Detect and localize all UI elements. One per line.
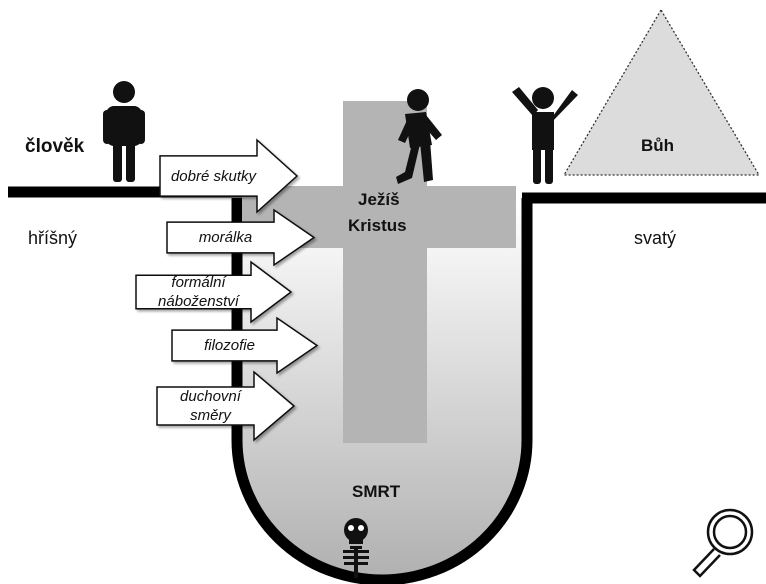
- attempt-arrow-label: filozofie: [172, 336, 287, 355]
- skeleton-icon: [343, 518, 369, 578]
- attempt-arrow-label-line: formální: [171, 274, 226, 291]
- jesus-label-line1: Ježíš: [358, 190, 400, 209]
- attempt-arrow-label: dobré skutky: [160, 167, 267, 186]
- attempt-arrow-label: formální náboženství: [136, 273, 261, 311]
- attempt-arrow: [135, 260, 293, 324]
- attempt-arrow-label: morálka: [167, 228, 284, 247]
- jesus-label-line2: Kristus: [348, 216, 407, 235]
- attempt-arrow-label-line: filozofie: [204, 337, 255, 354]
- attempt-arrow: [159, 138, 299, 214]
- attempt-arrow-label-line: duchovní: [180, 388, 241, 405]
- walking-person-icon: [396, 89, 442, 184]
- magnifying-glass-icon: [692, 508, 754, 578]
- god-label: Bůh: [641, 136, 675, 155]
- attempt-arrow: [166, 208, 316, 267]
- sinful-label: hříšný: [28, 228, 78, 248]
- standing-person-icon: [103, 81, 145, 182]
- attempt-arrow-label-line: náboženství: [158, 293, 239, 310]
- attempt-arrow-label-line: morálka: [198, 229, 253, 246]
- man-label: člověk: [25, 136, 85, 157]
- holy-label: svatý: [634, 228, 677, 248]
- attempt-arrow: [171, 316, 319, 375]
- attempt-arrow-label: duchovní směry: [157, 387, 264, 425]
- god-triangle: [562, 8, 761, 176]
- pit-outline: [231, 198, 533, 584]
- death-label: SMRT: [352, 482, 401, 501]
- attempt-arrow-label-line: dobré skutky: [170, 167, 257, 185]
- attempt-arrow: [156, 370, 296, 442]
- celebrating-person-icon: [512, 87, 578, 184]
- attempt-arrow-label-line: směry: [190, 407, 231, 424]
